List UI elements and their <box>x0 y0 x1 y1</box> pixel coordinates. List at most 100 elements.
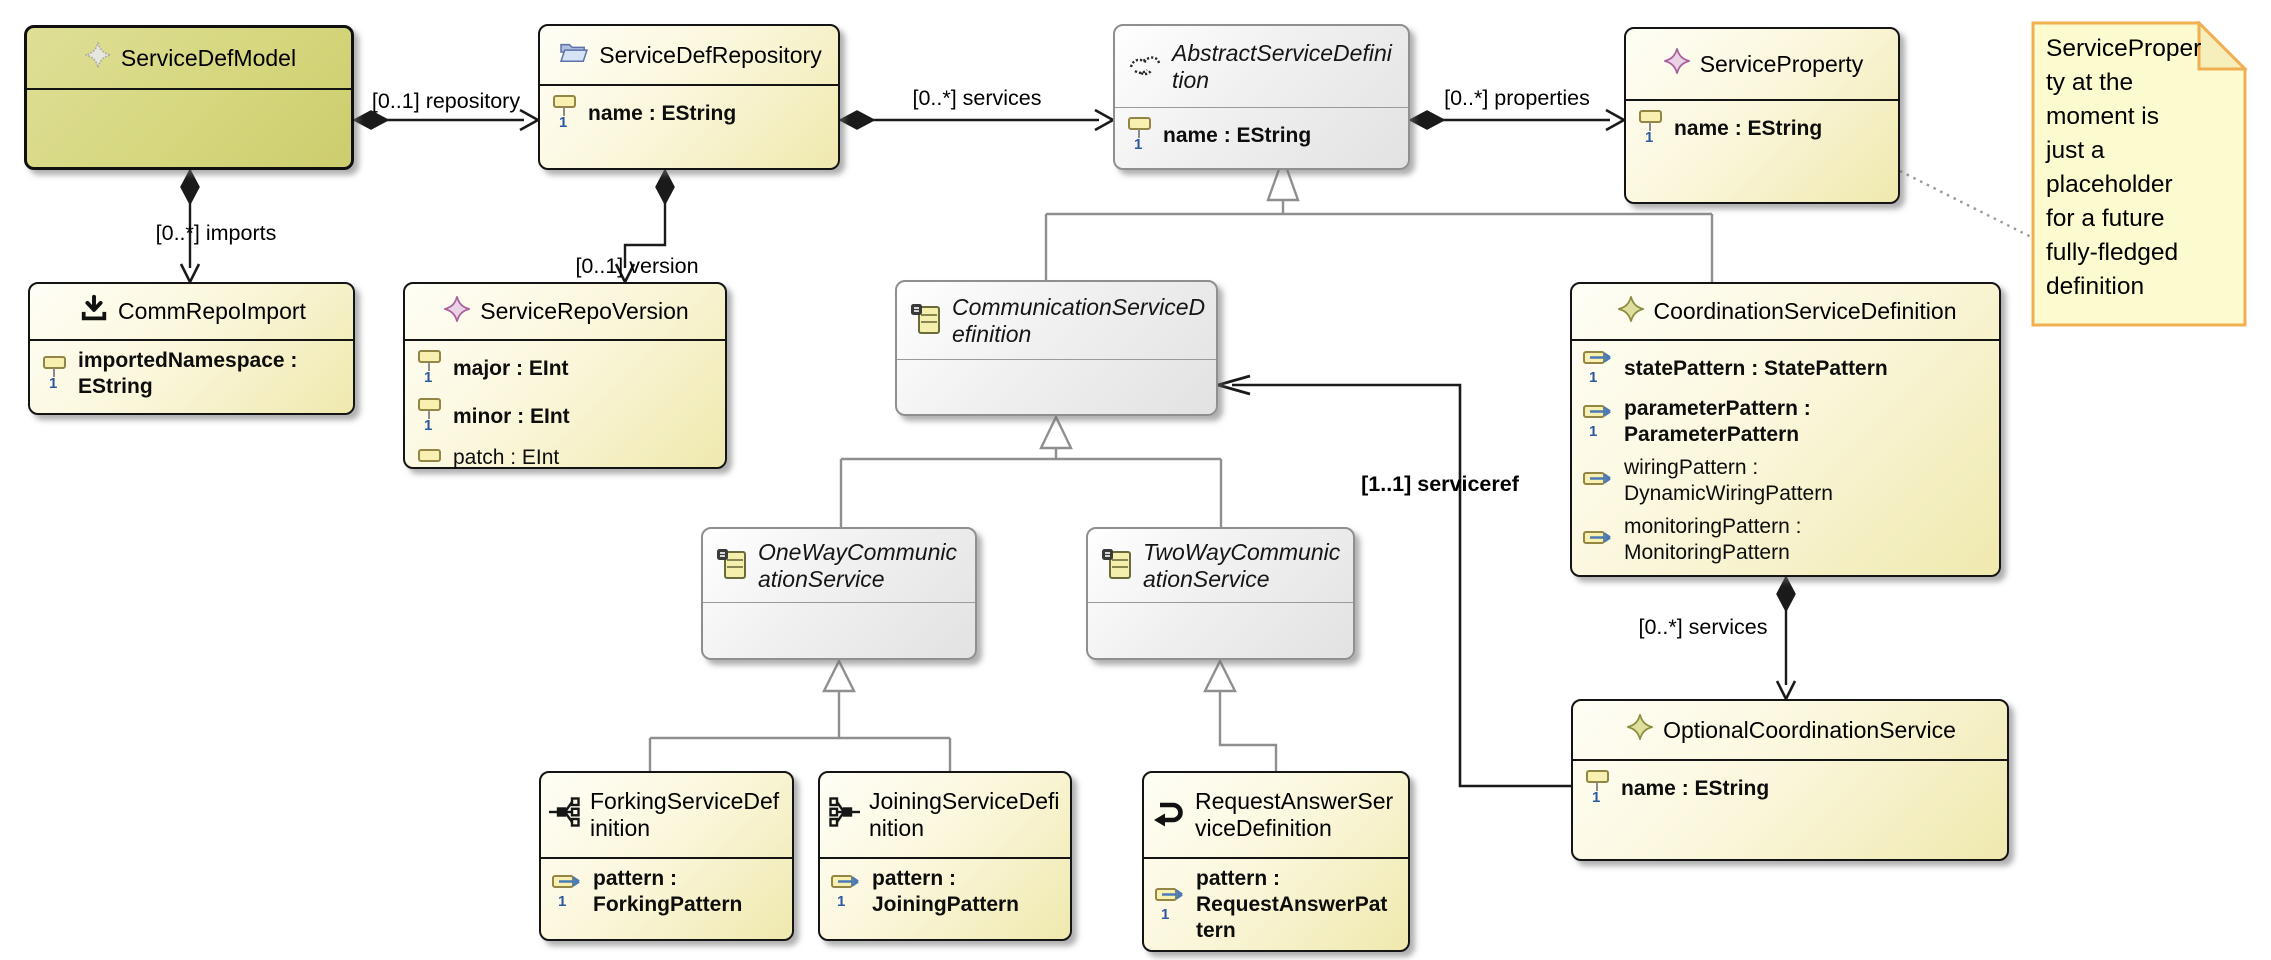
class-node-communication-service-definition[interactable]: CommunicationServiceDefinition <box>895 280 1218 416</box>
svg-text:1: 1 <box>1645 129 1653 144</box>
class-node-service-property[interactable]: ServiceProperty 1 name : EString <box>1624 27 1900 204</box>
svg-text:1: 1 <box>837 893 845 908</box>
svg-text:1: 1 <box>558 893 566 908</box>
attribute-row[interactable]: 1 pattern : ForkingPattern <box>551 866 786 918</box>
attribute-row[interactable]: 1 name : EString <box>1636 108 1892 149</box>
edge-serviceref[interactable] <box>1212 374 1571 788</box>
eattribute-required-icon: 1 <box>1583 768 1613 809</box>
class-node-optional-coordination-service[interactable]: OptionalCoordinationService 1 name : ESt… <box>1571 699 2009 861</box>
svg-text:1: 1 <box>1589 423 1597 438</box>
attribute-row[interactable]: 1 minor : EInt <box>415 396 719 437</box>
eattribute-required-icon: 1 <box>40 354 70 395</box>
attribute-row[interactable]: 1 name : EString <box>1125 115 1402 156</box>
attribute-text: pattern : RequestAnswerPattern <box>1196 867 1388 942</box>
class-title: ServiceProperty <box>1699 50 1864 77</box>
attribute-text: importedNamespace : EString <box>78 349 298 398</box>
attribute-row[interactable]: 1 parameterPattern : ParameterPattern <box>1582 396 1953 448</box>
edge-repository[interactable] <box>352 108 541 132</box>
attribute-row[interactable]: 1 importedNamespace : EString <box>40 348 347 400</box>
edge-label-serviceref: [1..1] serviceref <box>1361 472 1520 496</box>
attribute-text: minor : EInt <box>453 404 570 428</box>
class-card-icon <box>715 546 749 586</box>
class-node-abstract-service-definition[interactable]: AbstractServiceDefinition 1 name : EStri… <box>1113 24 1410 170</box>
svg-text:1: 1 <box>1134 136 1142 151</box>
pink-star-icon <box>443 295 471 329</box>
eattribute-required-icon: 1 <box>415 396 445 437</box>
eattribute-required-icon: 1 <box>415 348 445 389</box>
attribute-row[interactable]: 1 name : EString <box>550 93 832 134</box>
svg-text:1: 1 <box>1589 369 1597 384</box>
import-icon <box>79 294 109 330</box>
attribute-row[interactable]: 1 major : EInt <box>415 348 719 389</box>
class-node-joining-service-definition[interactable]: JoiningServiceDefinition 1 pattern : Joi… <box>818 771 1072 941</box>
class-title: CoordinationServiceDefinition <box>1653 298 1957 324</box>
attribute-row[interactable]: patch : EInt <box>415 444 719 471</box>
attribute-text: parameterPattern : ParameterPattern <box>1624 397 1811 446</box>
ereference-required-icon: 1 <box>551 872 585 913</box>
class-node-service-def-model[interactable]: ServiceDefModel <box>24 25 354 170</box>
edge-label-services-bottom: [0..*] services <box>1638 615 1767 639</box>
class-node-one-way-communication-service[interactable]: OneWayCommunicationService <box>701 527 977 660</box>
edge-label-properties: [0..*] properties <box>1444 86 1590 110</box>
class-title: OptionalCoordinationService <box>1663 716 1956 743</box>
attribute-row[interactable]: 1 pattern : JoiningPattern <box>830 866 1064 918</box>
open-folder-icon <box>558 39 590 71</box>
class-node-comm-repo-import[interactable]: CommRepoImport 1 importedNamespace : ESt… <box>28 282 355 415</box>
class-node-forking-service-definition[interactable]: ForkingServiceDefinition 1 pattern : For… <box>539 771 794 941</box>
attribute-text: patch : EInt <box>453 445 560 469</box>
class-node-request-answer-service-definition[interactable]: RequestAnswerServiceDefinition 1 pattern… <box>1142 771 1410 952</box>
attribute-row[interactable]: wiringPattern : DynamicWiringPattern <box>1582 455 1953 507</box>
ereference-icon <box>1582 527 1616 554</box>
attribute-text: name : EString <box>1163 123 1312 147</box>
ereference-required-icon: 1 <box>1582 402 1616 443</box>
class-title: CommunicationServiceDefinition <box>952 293 1206 347</box>
attribute-text: monitoringPattern : MonitoringPattern <box>1624 515 1802 564</box>
svg-text:1: 1 <box>1592 789 1600 804</box>
class-node-service-def-repository[interactable]: ServiceDefRepository 1 name : EString <box>538 24 840 170</box>
eattribute-required-icon: 1 <box>550 93 580 134</box>
attribute-text: pattern : ForkingPattern <box>593 867 743 916</box>
ereference-required-icon: 1 <box>1154 885 1188 926</box>
attribute-text: name : EString <box>588 101 737 125</box>
attribute-row[interactable]: 1 statePattern : StatePattern <box>1582 348 1953 389</box>
edge-services-bottom[interactable] <box>1775 575 1797 702</box>
edge-label-repository: [0..1] repository <box>372 89 520 113</box>
edge-label-services-top: [0..*] services <box>912 86 1041 110</box>
class-node-coordination-service-definition[interactable]: CoordinationServiceDefinition 1 statePat… <box>1570 282 2001 577</box>
generalization-oneway[interactable] <box>648 658 952 771</box>
ereference-icon <box>1582 468 1616 495</box>
attribute-row[interactable]: 1 pattern : RequestAnswerPattern <box>1154 866 1402 944</box>
generalization-abstract[interactable] <box>1044 154 1714 282</box>
ereference-required-icon: 1 <box>1582 348 1616 389</box>
class-node-two-way-communication-service[interactable]: TwoWayCommunicationService <box>1086 527 1355 660</box>
class-card-icon <box>909 301 943 341</box>
note-shape[interactable] <box>2031 21 2247 327</box>
ereference-required-icon: 1 <box>830 872 864 913</box>
olive-star-icon <box>1626 713 1654 747</box>
eattribute-icon <box>415 444 445 471</box>
join-icon <box>828 796 860 834</box>
generalization-communication[interactable] <box>839 414 1223 527</box>
note-link <box>1899 169 2034 240</box>
generalization-twoway[interactable] <box>1203 658 1278 771</box>
pink-star-icon <box>1663 47 1691 81</box>
svg-text:1: 1 <box>1161 906 1169 921</box>
class-title: OneWayCommunicationService <box>758 538 957 592</box>
edge-services-top[interactable] <box>838 108 1116 132</box>
attribute-text: name : EString <box>1674 116 1823 140</box>
class-card-icon <box>1100 546 1134 586</box>
uturn-arrow-icon <box>1152 796 1186 834</box>
attribute-text: major : EInt <box>453 356 569 380</box>
class-title: AbstractServiceDefinition <box>1172 39 1392 93</box>
attribute-row[interactable]: 1 name : EString <box>1583 768 2001 809</box>
svg-text:1: 1 <box>424 417 432 432</box>
class-title: TwoWayCommunicationService <box>1143 538 1341 592</box>
class-title: CommRepoImport <box>118 298 306 324</box>
class-node-service-repo-version[interactable]: ServiceRepoVersion 1 major : EInt 1 mino… <box>403 282 727 469</box>
attribute-text: pattern : JoiningPattern <box>872 867 1020 916</box>
attribute-row[interactable]: monitoringPattern : MonitoringPattern <box>1582 514 1953 566</box>
edge-properties[interactable] <box>1408 108 1627 132</box>
class-title: JoiningServiceDefinition <box>869 788 1060 841</box>
svg-text:1: 1 <box>49 375 57 390</box>
